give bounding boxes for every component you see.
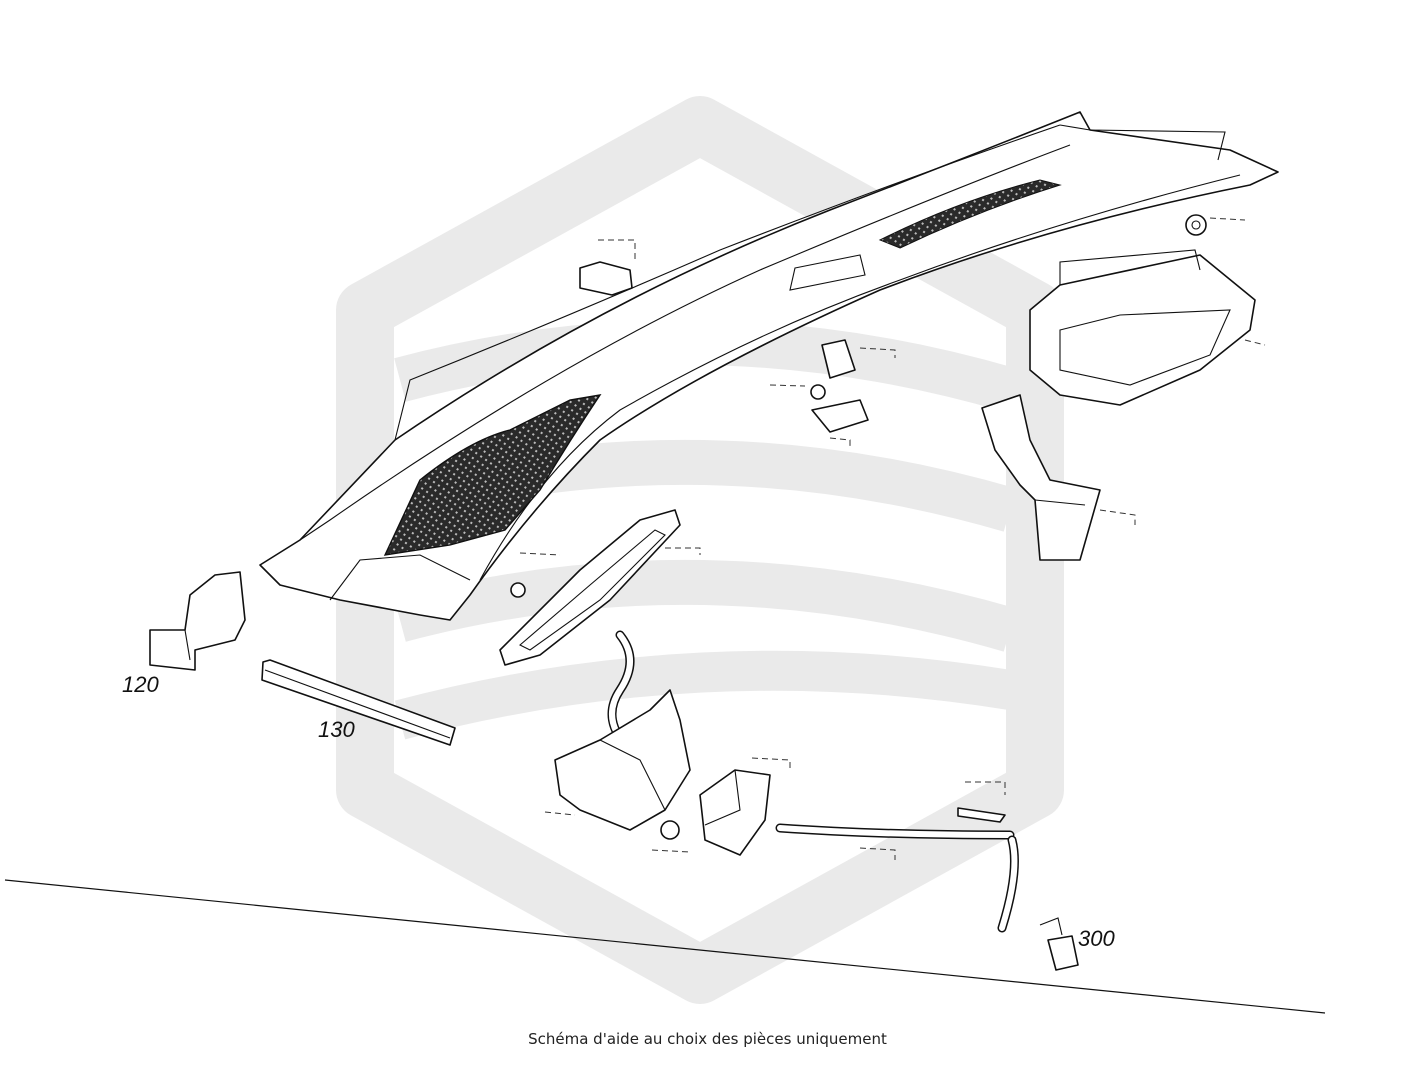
drain-funnel bbox=[981, 394, 1136, 561]
gasket-frame bbox=[499, 509, 701, 666]
part-130-seal-strip: 130 bbox=[261, 659, 456, 746]
part-300-connector: 300 bbox=[957, 781, 1115, 971]
sensor-bracket bbox=[769, 339, 896, 448]
diagram-caption: Schéma d'aide au choix des pièces unique… bbox=[528, 1030, 887, 1048]
callout-300: 300 bbox=[1078, 926, 1115, 951]
cowl-panel bbox=[259, 111, 1279, 621]
air-intake-duct bbox=[1029, 249, 1266, 406]
washer-pump-assembly bbox=[544, 630, 691, 853]
part-120-bracket: 120 bbox=[122, 571, 246, 697]
callout-120: 120 bbox=[122, 672, 159, 697]
callout-130: 130 bbox=[318, 717, 355, 742]
baseline-rule bbox=[4, 879, 1326, 1014]
clip-part bbox=[579, 239, 636, 296]
nut-part bbox=[1185, 214, 1246, 236]
pump-module bbox=[699, 757, 1015, 860]
